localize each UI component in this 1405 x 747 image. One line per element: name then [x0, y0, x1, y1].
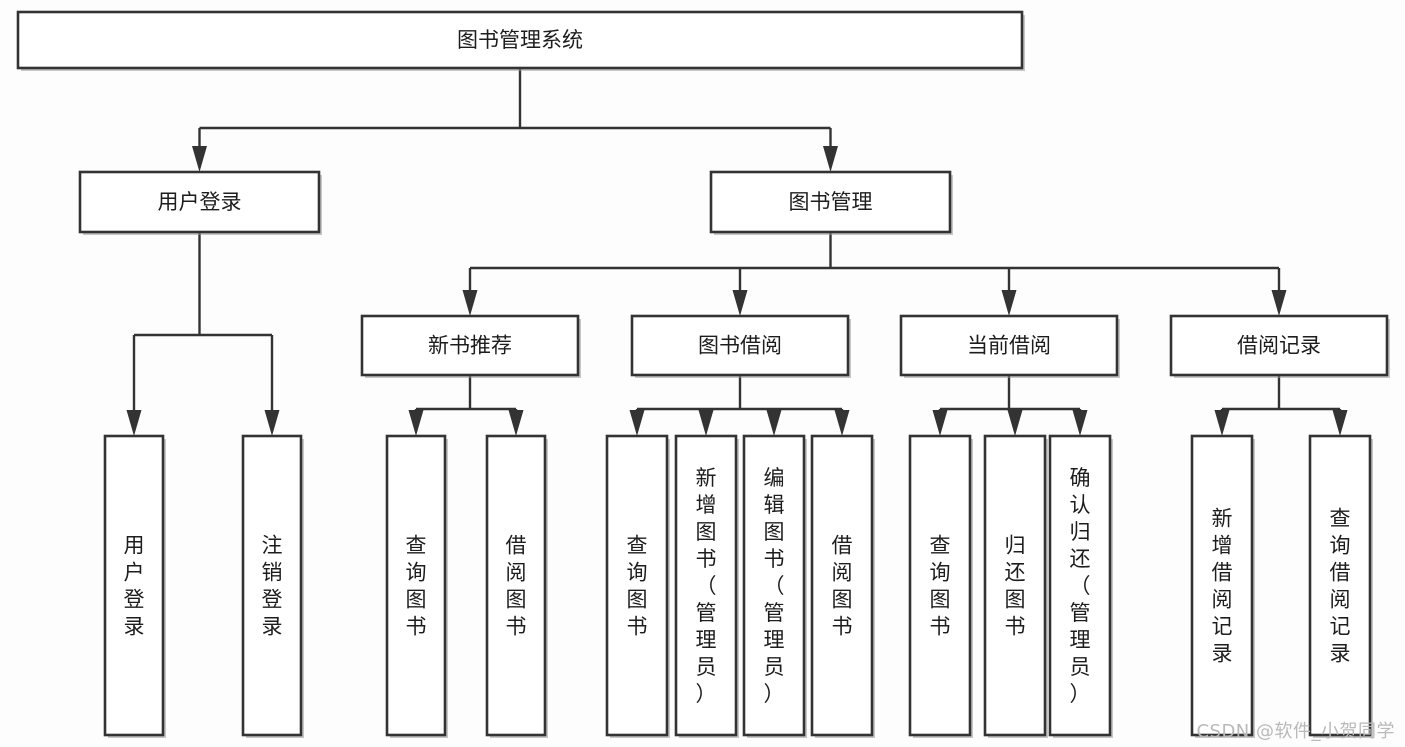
connector-group: [933, 375, 1088, 436]
node-root[interactable]: 图书管理系统: [18, 12, 1025, 71]
node-label: 图书管理系统: [457, 28, 583, 52]
node-label: 借阅记录: [1237, 334, 1321, 358]
node-label: 编辑图书（管理员）: [764, 466, 785, 706]
node-leaf-rec-query[interactable]: 查询图书: [387, 436, 448, 738]
node-leaf-rec-borrow[interactable]: 借阅图书: [487, 436, 548, 738]
node-label: 确认归还（管理员）: [1070, 466, 1091, 706]
node-label: 图书管理: [789, 190, 873, 214]
node-leaf-borrow-add[interactable]: 新增图书（管理员）: [676, 436, 739, 738]
node-leaf-rec-add[interactable]: 新增借阅记录: [1192, 436, 1255, 738]
node-leaf-cur-query[interactable]: 查询图书: [910, 436, 973, 738]
node-label: 图书借阅: [698, 334, 782, 358]
node-leaf-borrow-edit[interactable]: 编辑图书（管理员）: [744, 436, 807, 738]
node-label: 当前借阅: [967, 334, 1051, 358]
node-borrow-record[interactable]: 借阅记录: [1171, 316, 1390, 378]
connector-group: [192, 68, 838, 172]
connector-group: [463, 232, 1287, 316]
node-new-book-rec[interactable]: 新书推荐: [362, 316, 581, 378]
node-current-borrow[interactable]: 当前借阅: [901, 316, 1120, 378]
connector-group: [630, 375, 850, 436]
node-layer: 图书管理系统用户登录图书管理新书推荐图书借阅当前借阅借阅记录用户登录注销登录查询…: [18, 12, 1390, 738]
node-book-mgmt[interactable]: 图书管理: [711, 172, 953, 235]
node-leaf-cur-return[interactable]: 归还图书: [985, 436, 1048, 738]
node-label: 新书推荐: [428, 334, 512, 358]
node-leaf-user-logout[interactable]: 注销登录: [243, 436, 304, 738]
connector-group: [409, 375, 524, 436]
connector-group: [1215, 375, 1348, 436]
node-leaf-borrow-lend[interactable]: 借阅图书: [812, 436, 875, 738]
node-leaf-rec-query2[interactable]: 查询借阅记录: [1310, 436, 1373, 738]
node-label: 用户登录: [158, 190, 242, 214]
node-leaf-cur-confirm[interactable]: 确认归还（管理员）: [1050, 436, 1113, 738]
node-book-borrow[interactable]: 图书借阅: [632, 316, 851, 378]
node-user-login[interactable]: 用户登录: [80, 172, 322, 235]
node-leaf-borrow-query[interactable]: 查询图书: [607, 436, 670, 738]
node-leaf-user-login[interactable]: 用户登录: [105, 436, 166, 738]
connector-group: [127, 232, 280, 436]
node-label: 新增图书（管理员）: [696, 466, 717, 706]
connector-layer: [127, 68, 1348, 436]
